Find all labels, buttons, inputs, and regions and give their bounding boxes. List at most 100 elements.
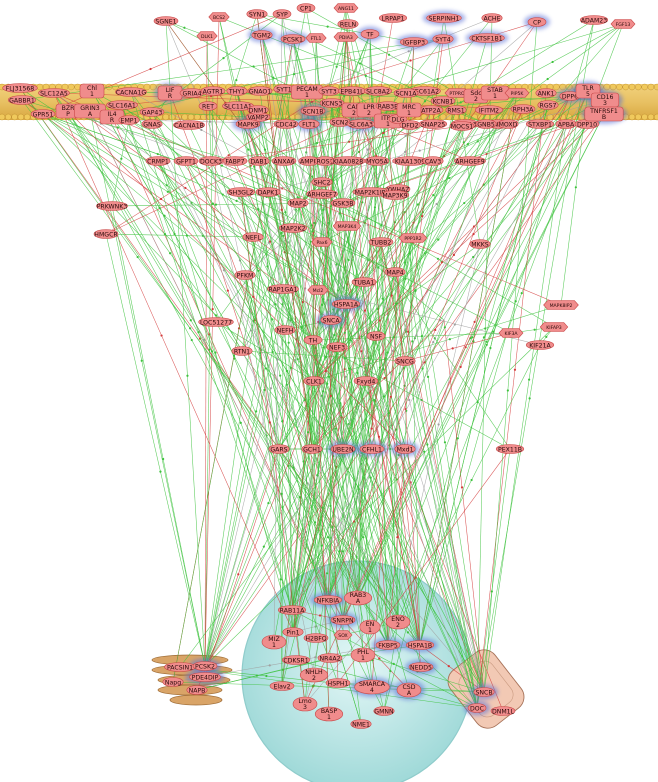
gene-node-hspa1a[interactable]: HSPA1A [331, 299, 361, 309]
gene-node-rab3b[interactable]: RAB3B [375, 101, 401, 111]
gene-node-pacsin1[interactable]: PACSIN1 [164, 662, 196, 672]
gene-node-kif21a[interactable]: KIF21A [525, 340, 555, 350]
gene-node-cfhl1[interactable]: CFHL1 [359, 444, 385, 454]
gene-node-ftl1[interactable]: FTL1 [305, 33, 327, 43]
gene-node-gfpt1[interactable]: GFPT1 [173, 156, 199, 166]
gene-node-tuba1[interactable]: TUBA1 [351, 277, 377, 287]
gene-node-pcsk2[interactable]: PCSK2 [192, 661, 218, 671]
gene-node-nefh[interactable]: NEFH [274, 325, 296, 335]
gene-node-pde4dip[interactable]: PDE4DIP [189, 672, 221, 682]
gene-node-nr4a2[interactable]: NR4A2 [317, 653, 343, 663]
gene-node-clk1[interactable]: CLK1 [303, 376, 325, 386]
gene-node-napb[interactable]: NAPB [186, 685, 208, 695]
gene-node-tubb2[interactable]: TUBB2 [368, 237, 394, 247]
gene-node-tf[interactable]: TF [360, 29, 380, 39]
gene-node-ifitm2[interactable]: IFITM2 [474, 105, 504, 115]
gene-node-fxyd4[interactable]: Fxyd4 [353, 376, 379, 386]
gene-node-serpinh1[interactable]: SERPINH1 [426, 13, 462, 23]
gene-node-syt4[interactable]: SYT4 [432, 34, 454, 44]
gene-node-flt1[interactable]: FLT1 [298, 119, 320, 129]
gene-node-syt1[interactable]: SYT1 [273, 84, 295, 94]
gene-node-mocs1[interactable]: MOCS1 [449, 121, 475, 131]
gene-node-napg[interactable]: Napg [162, 677, 184, 687]
gene-node-mapk9[interactable]: MAPK9 [235, 119, 261, 129]
gene-node-rms1[interactable]: RMS1 [445, 105, 467, 115]
gene-node-fkbp5[interactable]: FKBP5 [375, 640, 401, 650]
gene-node-gabbr1[interactable]: GABBR1 [7, 95, 37, 105]
gene-node-shc2[interactable]: SHC2 [311, 177, 333, 187]
gene-node-prkwnk3[interactable]: PRKWNK3 [96, 201, 128, 211]
gene-node-adam23[interactable]: ADAM23 [579, 15, 609, 25]
gene-node-dlk1[interactable]: DLK1 [196, 31, 218, 41]
gene-node-rap1ga1[interactable]: RAP1GA1 [267, 284, 299, 294]
gene-node-cktsf1b1[interactable]: CKTSF1B1 [469, 33, 505, 43]
gene-node-cp[interactable]: CP [527, 17, 547, 27]
gene-node-snca[interactable]: SNCA [320, 315, 342, 325]
gene-node-lrpap1[interactable]: LRPAP1 [378, 13, 408, 23]
gene-node-nsf[interactable]: NSF [366, 331, 386, 341]
gene-node-h2bfq[interactable]: H2BFQ [303, 633, 329, 643]
gene-node-map3k4[interactable]: MAP3K4 [332, 221, 362, 231]
gene-node-slc16a1[interactable]: SLC16A1 [106, 100, 138, 110]
gene-node-dnm1l[interactable]: DNM1L [490, 706, 516, 716]
gene-node-pfkm[interactable]: PFKM [234, 270, 256, 280]
gene-node-sgne1[interactable]: SGNE1 [153, 16, 179, 26]
gene-node-dapk1[interactable]: DAPK1 [255, 187, 281, 197]
gene-node-cacna1g[interactable]: CACNA1G [115, 87, 147, 97]
gene-node-mcl2[interactable]: Mcl2 [307, 285, 329, 295]
gene-node-map2k2[interactable]: MAP2K2 [278, 223, 308, 233]
gene-node-kiaa1309[interactable]: KIAA1309 [392, 156, 428, 166]
gene-node-nme1[interactable]: NME1 [350, 719, 372, 729]
gene-node-syt3[interactable]: SYT3 [318, 86, 340, 96]
gene-node-arhgef7[interactable]: ARHGEF7 [306, 189, 338, 199]
gene-node-cacna1b[interactable]: CACNA1B [173, 120, 205, 130]
gene-node-cdksr1[interactable]: CDKSR1 [281, 655, 311, 665]
gene-node-pip5k[interactable]: PIP5K [504, 88, 530, 98]
gene-node-gap43[interactable]: GAP43 [139, 107, 165, 117]
gene-node-scn1b[interactable]: SCN1B [300, 106, 326, 116]
gene-node-pax6[interactable]: Pax6 [311, 237, 333, 247]
gene-node-map2[interactable]: MAP2 [287, 198, 309, 208]
gene-node-map3k9[interactable]: MAP3K9 [380, 190, 410, 200]
gene-node-ube2n[interactable]: UBE2N [330, 444, 356, 454]
gene-node-map4[interactable]: MAP4 [384, 267, 406, 277]
gene-node-gria4[interactable]: GRIA4 [179, 88, 205, 98]
gene-node-dab1[interactable]: DAB1 [248, 156, 270, 166]
gene-node-pcsk1[interactable]: PCSK1 [280, 34, 306, 44]
gene-node-kiaa0828[interactable]: KIAA0828 [330, 156, 366, 166]
gene-node-fabp7[interactable]: FABP7 [222, 156, 248, 166]
gene-node-syp[interactable]: SYP [272, 9, 292, 19]
gene-node-gch1[interactable]: GCH1 [301, 444, 323, 454]
gene-node-mxd1[interactable]: Mxd1 [394, 444, 416, 454]
gene-node-cp1[interactable]: CP1 [296, 3, 316, 13]
gene-node-scn2[interactable]: SCN2 [329, 117, 351, 127]
gene-node-gmnn[interactable]: GMNN [373, 706, 395, 716]
gene-node-slc12a5[interactable]: SLC12A5 [38, 88, 70, 98]
gene-node-crmp1[interactable]: CRMP1 [145, 156, 171, 166]
gene-node-nefl[interactable]: NEFL [242, 232, 264, 242]
gene-node-ppp1r2[interactable]: PPP1R2 [398, 233, 428, 243]
gene-node-slc8a2[interactable]: SLC8A2 [363, 86, 393, 96]
gene-node-mkks[interactable]: MKKS [469, 239, 491, 249]
gene-node-scn1a[interactable]: SCN1A [393, 88, 419, 98]
gene-node-snrpn[interactable]: SNRPN [330, 615, 356, 625]
gene-node-nef3[interactable]: NEF3 [326, 342, 348, 352]
gene-node-hmgcr[interactable]: HMGCR [93, 229, 118, 239]
gene-node-flj31568[interactable]: FLJ31568 [2, 83, 38, 93]
gene-node-reln[interactable]: RELN [337, 19, 359, 29]
gene-node-stxbp1[interactable]: STXBP1 [525, 119, 555, 129]
gene-node-myo5a[interactable]: MYO5A [364, 156, 390, 166]
gene-node-rgs7[interactable]: RGS7 [537, 100, 559, 110]
gene-node-fgf13[interactable]: FGF13 [610, 19, 636, 29]
gene-node-th[interactable]: TH [303, 335, 323, 345]
